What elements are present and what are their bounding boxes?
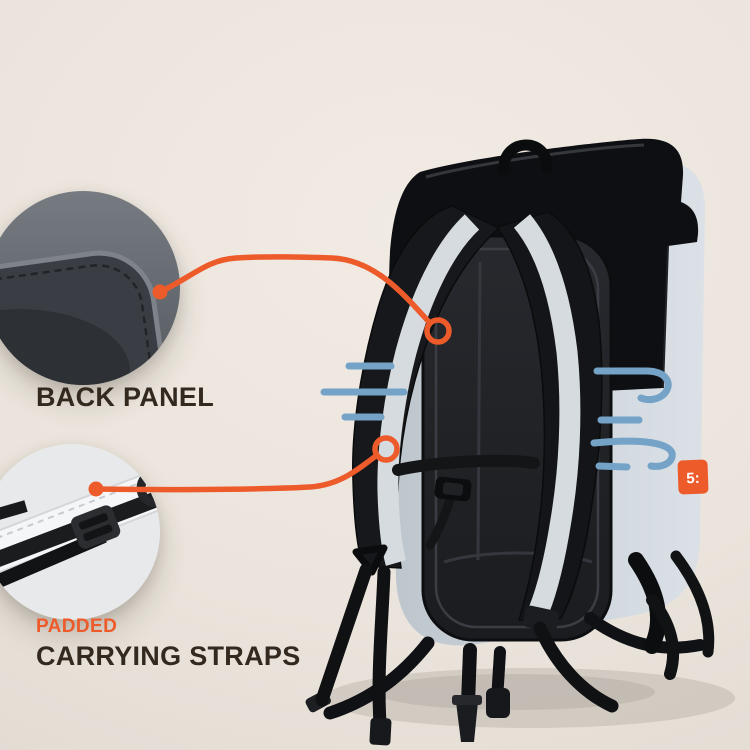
speed-swoosh [593, 367, 672, 404]
closeup-pad-stitch [0, 264, 158, 385]
closeup-webbing-main [0, 489, 160, 567]
closeup-webbing-upper [0, 500, 28, 520]
sternum-webbing [392, 454, 540, 476]
carrying-straps-callout: PADDED CARRYING STRAPS [36, 616, 301, 672]
speed-dash [595, 462, 631, 471]
closeup-shadow [0, 309, 130, 385]
buckle-left-bottom [369, 717, 392, 746]
brand-badge: 5: [677, 459, 709, 495]
top-handle [498, 139, 553, 176]
strap-right-webbing [533, 621, 619, 713]
sternum-loose-end [425, 495, 455, 550]
padded-kicker: PADDED [36, 616, 118, 637]
buckle-male-center [456, 702, 478, 742]
webbing-far-right [670, 550, 715, 658]
back-panel-seam-left [476, 261, 482, 561]
sternum-buckle [434, 476, 472, 502]
shoulder-strap-right [495, 211, 619, 713]
back-panel-closeup-art [0, 191, 180, 385]
tri-glide-slot-bottom [83, 524, 113, 541]
webbing-right-cluster2 [646, 594, 680, 680]
speed-lines-right [590, 367, 676, 471]
strap-left-stripe [377, 214, 480, 566]
brand-badge-bg [677, 459, 709, 495]
buckle-bar-center [452, 695, 482, 705]
sternum-strap [392, 454, 540, 550]
speed-lines-left [320, 362, 408, 421]
ladder-lock-right [523, 605, 559, 633]
tri-glide-slot-top [78, 513, 109, 530]
back-panel-closeup [0, 191, 180, 385]
tri-glide-body [71, 505, 121, 549]
closure-panel-edge [662, 245, 669, 389]
d-ring-left [352, 544, 388, 576]
strap-left-webbing-b [372, 565, 391, 744]
webbing-straps-bottom [305, 550, 715, 742]
tri-glide-buckle [71, 505, 121, 549]
back-panel-label: BACK PANEL [36, 382, 214, 412]
brand-badge-text: 5: [686, 470, 700, 487]
strap-right-stripe [513, 214, 581, 614]
sternum-buckle-slot [442, 482, 464, 496]
backpack: 5: [305, 138, 715, 746]
buckle-female-center [486, 688, 510, 718]
speed-swoosh [590, 437, 676, 470]
strap-left-webbing-a [315, 563, 373, 707]
ground-shadow [325, 668, 735, 728]
carrying-straps-label: CARRYING STRAPS [36, 641, 301, 671]
back-panel-callout: BACK PANEL [36, 382, 214, 413]
